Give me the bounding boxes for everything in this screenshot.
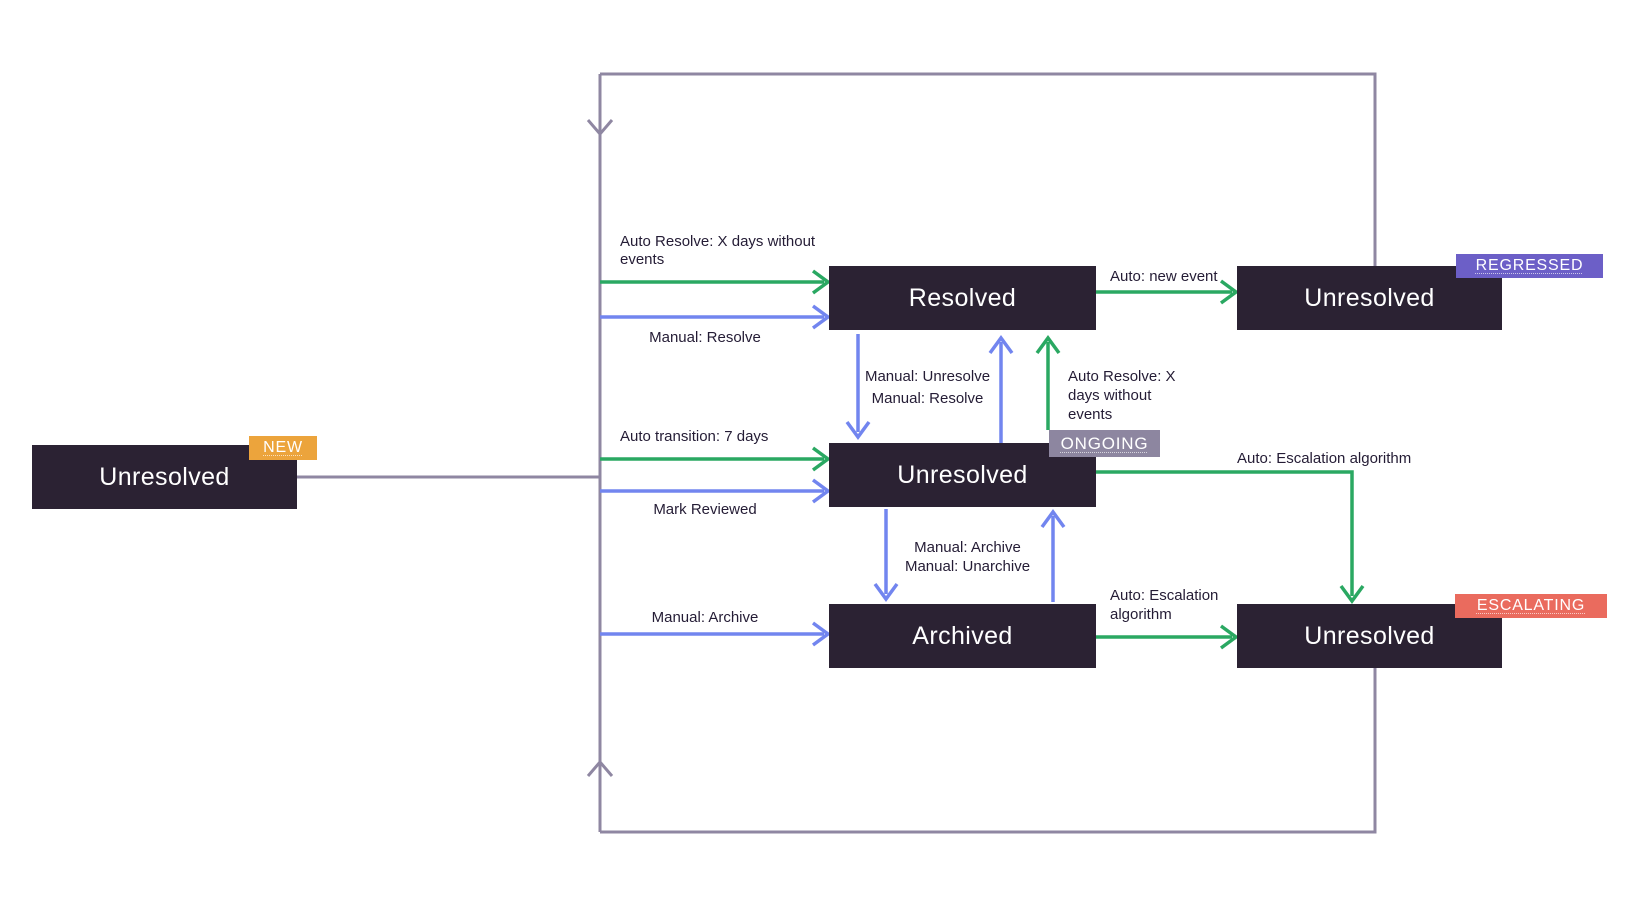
label-manual-archive-to-archived: Manual: Archive (651, 609, 759, 626)
arrowhead (811, 478, 831, 504)
label-auto-resolve-from-ongoing: Auto Resolve: X days without events (1068, 368, 1176, 423)
arrowhead (811, 621, 831, 647)
state-label: Unresolved (1304, 283, 1435, 312)
arrowhead (811, 269, 831, 295)
edge-escalation-from-ongoing (1096, 470, 1354, 596)
badge-label: ONGOING (1060, 433, 1149, 453)
label-auto-escalation-right: Auto: Escalation algorithm (1237, 450, 1412, 467)
arrowhead (1035, 335, 1061, 355)
label-manual-archive-mid: Manual: Archive (914, 539, 1021, 556)
loop-arrowhead-up (586, 759, 614, 777)
badge-label: NEW (263, 439, 303, 456)
badge-regressed: REGRESSED (1456, 254, 1603, 278)
label-auto-resolve-to-resolved: Auto Resolve: X days without events (620, 233, 816, 268)
arrowhead (1219, 624, 1239, 650)
badge-label: REGRESSED (1475, 257, 1584, 274)
label-auto-transition: Auto transition: 7 days (620, 428, 769, 445)
state-label: Unresolved (1304, 621, 1435, 650)
label-manual-resolve-mid: Manual: Resolve (871, 390, 984, 407)
state-resolved: Resolved (829, 266, 1096, 330)
state-unresolved-new: Unresolved (32, 445, 297, 509)
arrowhead (1339, 584, 1365, 604)
edge-regressed-loop-top (600, 72, 1377, 266)
arrowhead (1219, 279, 1239, 305)
label-manual-unresolve: Manual: Unresolve (864, 368, 991, 385)
badge-new: NEW (249, 436, 317, 460)
label-manual-unresolve-resolve: Manual: Unresolve Manual: Resolve (845, 366, 1010, 410)
loop-arrowhead-down (586, 119, 614, 137)
state-label: Unresolved (897, 460, 1028, 489)
label-auto-new-event: Auto: new event (1110, 268, 1218, 285)
badge-label: ESCALATING (1476, 597, 1586, 614)
arrowhead (811, 304, 831, 330)
auto-edges (600, 269, 1365, 650)
loop-edges (297, 72, 1377, 834)
arrowhead (845, 420, 871, 440)
label-auto-escalation-bottom: Auto: Escalation algorithm (1110, 587, 1219, 623)
arrowhead (873, 582, 899, 602)
arrowhead (1040, 509, 1066, 529)
manual-edges (600, 304, 1066, 647)
state-label: Unresolved (99, 462, 230, 491)
state-archived: Archived (829, 604, 1096, 668)
label-manual-unarchive-mid: Manual: Unarchive (904, 558, 1031, 575)
label-mark-reviewed: Mark Reviewed (653, 501, 757, 518)
arrowhead (988, 335, 1014, 355)
state-label: Archived (912, 621, 1013, 650)
badge-ongoing: ONGOING (1049, 430, 1160, 457)
state-label: Resolved (908, 283, 1017, 312)
arrowhead (811, 446, 831, 472)
label-manual-resolve-to-resolved: Manual: Resolve (649, 329, 761, 346)
badge-escalating: ESCALATING (1455, 594, 1607, 618)
edge-escalating-loop-bottom (600, 668, 1377, 834)
label-manual-archive-unarchive: Manual: Archive Manual: Unarchive (880, 538, 1055, 576)
